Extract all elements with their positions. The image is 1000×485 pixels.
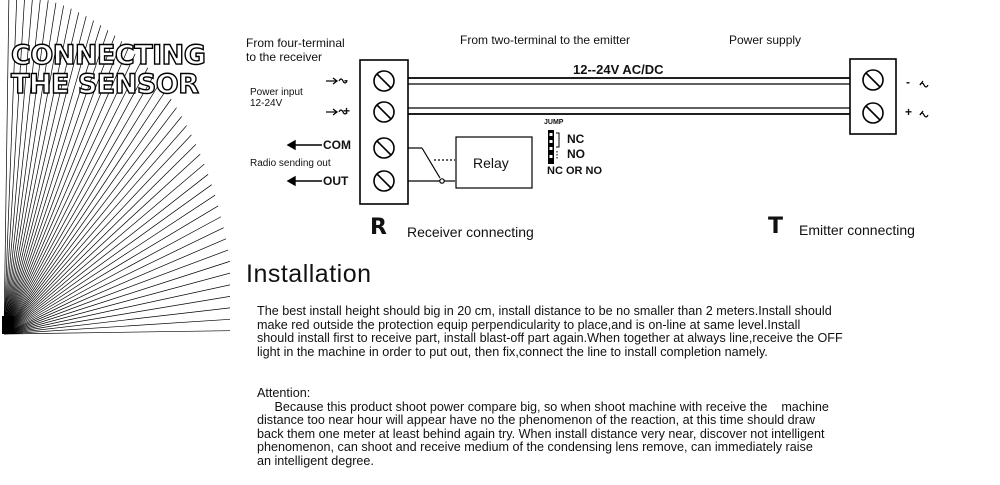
emitter-letter: T: [768, 214, 784, 239]
installation-paragraph: The best install height should big in 20…: [257, 304, 977, 359]
wiring-diagram: [286, 58, 929, 205]
label-emitter-plus: +: [905, 105, 913, 119]
title-line-1: CONNECTING: [10, 40, 206, 71]
paragraph-line: should install first to receive part, in…: [257, 331, 843, 346]
attention-title: Attention:: [257, 386, 311, 400]
label-power-input: Power input: [250, 87, 303, 98]
nc-label: NC: [567, 132, 585, 146]
relay-switch: [408, 147, 455, 184]
paragraph-line: The best install height should big in 20…: [257, 304, 832, 318]
jump-label: JUMP: [544, 119, 564, 126]
page-title: CONNECTING THE SENSOR: [10, 40, 206, 100]
attention-line: an intelligent degree.: [257, 453, 374, 468]
label-receiver-minus: -: [344, 73, 348, 87]
emitter-terminal-screws: [862, 69, 884, 124]
title-line-2: THE SENSOR: [10, 69, 199, 100]
sunburst-decoration: [2, 0, 230, 335]
nc-or-no-label: NC OR NO: [547, 165, 602, 177]
label-from-four-terminal: From four-terminal: [246, 36, 345, 50]
no-label: NO: [567, 147, 585, 161]
paragraph-line: light in the machine in order to put out…: [257, 344, 768, 359]
receiver-terminal-screws: [373, 70, 395, 192]
relay-box: [455, 136, 533, 189]
output-arrows: [286, 139, 322, 187]
label-power-input-voltage: 12-24V: [250, 98, 283, 109]
emitter-connecting-label: Emitter connecting: [799, 222, 915, 238]
paragraph-line: make red outside the protection equip pe…: [257, 317, 801, 332]
label-out: OUT: [323, 174, 349, 188]
receiver-letter: R: [370, 215, 387, 240]
power-input-arrows: [326, 77, 348, 116]
attention-section: Attention: Because this product shoot po…: [257, 386, 977, 469]
attention-line: phenomenon, can shoot and receive medium…: [257, 440, 813, 455]
label-power-supply: Power supply: [729, 33, 802, 47]
label-voltage: 12--24V AC/DC: [573, 62, 664, 77]
label-emitter-minus: -: [906, 75, 910, 89]
relay-label: Relay: [473, 155, 509, 171]
label-radio-sending-out: Radio sending out: [250, 158, 331, 169]
label-to-receiver: to the receiver: [246, 50, 323, 64]
emitter-wave-symbols: [919, 80, 929, 118]
attention-line: Because this product shoot power compare…: [257, 399, 829, 414]
attention-line: back them one meter at least behind agai…: [257, 426, 825, 441]
attention-line: distance too near hour will appear have …: [257, 413, 815, 428]
receiver-connecting-label: Receiver connecting: [407, 224, 534, 240]
label-receiver-plus: +: [343, 104, 351, 118]
installation-heading: Installation: [246, 260, 372, 288]
label-from-two-terminal: From two-terminal to the emitter: [460, 33, 631, 47]
jumper-block: [548, 130, 560, 164]
power-cable: [408, 77, 850, 115]
label-com: COM: [323, 138, 351, 152]
